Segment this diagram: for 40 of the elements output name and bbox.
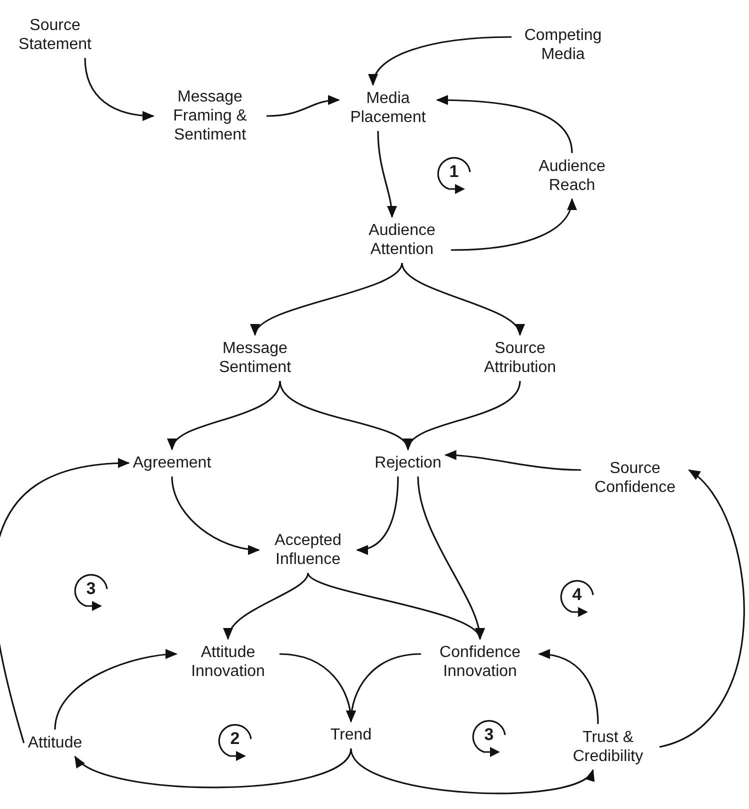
- arrow: [170, 380, 281, 450]
- arrow: [450, 198, 576, 251]
- variable-label: Message Framing & Sentiment: [172, 88, 248, 144]
- arrow: [84, 58, 154, 121]
- arrow: [346, 653, 422, 722]
- variable-label: Confidence Innovation: [438, 643, 522, 681]
- variable-label: Source Confidence: [594, 459, 676, 497]
- loop-number: 1: [449, 162, 459, 182]
- variable-label: Message Sentiment: [218, 339, 292, 377]
- variable-label: Competing Media: [523, 26, 603, 64]
- arrow: [266, 96, 340, 117]
- arrow: [377, 130, 396, 218]
- arrow: [659, 469, 745, 748]
- variable-label: Media Placement: [349, 89, 427, 127]
- variable-label: Attitude Innovation: [190, 643, 266, 681]
- arrow: [54, 650, 178, 730]
- variable-label: Attitude: [28, 734, 82, 752]
- arrow: [171, 476, 260, 554]
- loop-number: 3: [484, 725, 494, 745]
- variable-label: Source Statement: [18, 16, 92, 54]
- variable-label: Agreement: [132, 454, 212, 472]
- loop-number: 2: [230, 729, 240, 749]
- arrow: [436, 95, 573, 154]
- loop-number: 4: [572, 585, 582, 605]
- variable-label: Rejection: [374, 454, 442, 472]
- arrow: [225, 572, 309, 640]
- arrow: [356, 476, 399, 554]
- loop-number: 3: [86, 579, 96, 599]
- variable-label: Source Attribution: [482, 339, 558, 377]
- variable-label: Accepted Influence: [274, 531, 342, 569]
- arrow: [350, 748, 594, 794]
- arrow: [0, 458, 130, 744]
- arrow: [538, 650, 599, 724]
- variable-label: Audience Reach: [538, 157, 606, 195]
- variable-label: Trust & Credibility: [572, 728, 644, 766]
- arrow: [444, 450, 582, 471]
- arrow: [370, 36, 512, 86]
- arrow: [74, 748, 352, 788]
- variable-label: Trend: [330, 726, 372, 744]
- variable-label: Audience Attention: [368, 221, 436, 259]
